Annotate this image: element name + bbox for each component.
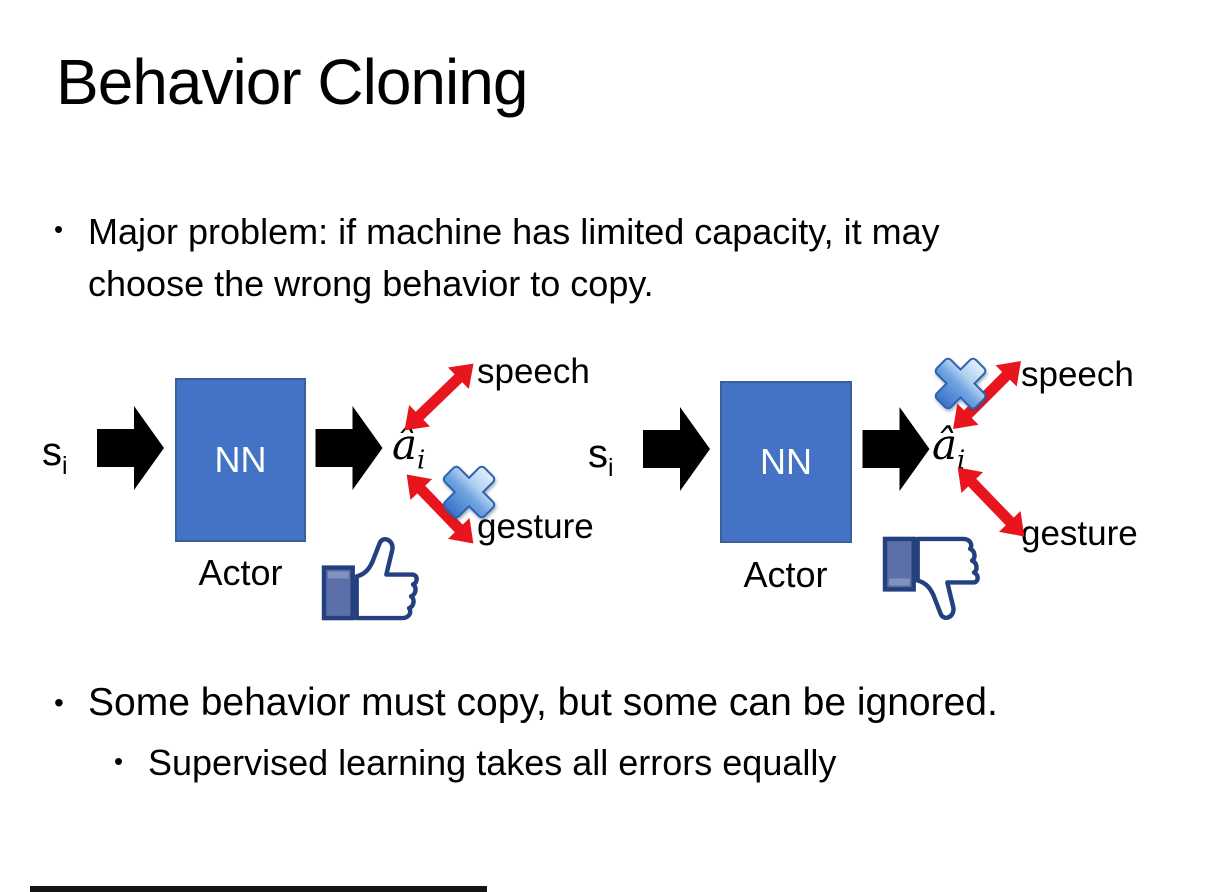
right-arrow-icon	[313, 399, 385, 497]
actor-caption: Actor	[198, 552, 283, 593]
bullet-marker: •	[54, 216, 64, 245]
cross-icon	[929, 352, 992, 415]
right-arrow-icon	[643, 400, 710, 498]
speech-double-arrow-icon	[394, 353, 484, 441]
nn-box: NN	[175, 378, 306, 542]
bullet-some-behavior: • Some behavior must copy, but some can …	[54, 678, 1184, 729]
nn-box: NN	[720, 381, 852, 543]
thumbs-up-icon	[320, 531, 423, 626]
slide-title: Behavior Cloning	[56, 46, 528, 118]
state-label: si	[588, 432, 614, 482]
actor-caption: Actor	[743, 554, 828, 595]
state-label: si	[42, 430, 68, 480]
gesture-double-arrow-icon	[947, 457, 1035, 547]
bullet-supervised-text: Supervised learning takes all errors equ…	[148, 742, 837, 783]
bullet-marker: •	[114, 748, 124, 777]
speech-double-arrow-icon	[942, 350, 1031, 439]
bullet-major-problem: • Major problem: if machine has limited …	[54, 206, 1044, 310]
speech-label: speech	[477, 352, 590, 391]
right-arrow-icon	[860, 400, 932, 498]
right-arrow-icon	[97, 399, 164, 497]
speech-label: speech	[1021, 355, 1134, 394]
bullet-supervised: • Supervised learning takes all errors e…	[114, 740, 1114, 787]
action-label: âi	[392, 420, 426, 476]
nn-box-label: NN	[214, 439, 267, 480]
thumbs-down-icon	[881, 531, 984, 626]
gesture-label: gesture	[1021, 514, 1138, 553]
cropped-bottom-bar	[30, 886, 487, 892]
bullet-marker: •	[54, 686, 64, 718]
gesture-double-arrow-icon	[396, 464, 484, 554]
gesture-label: gesture	[477, 507, 594, 546]
bullet-some-behavior-text: Some behavior must copy, but some can be…	[88, 681, 998, 724]
bullet-major-problem-text: Major problem: if machine has limited ca…	[88, 211, 940, 305]
nn-box-label: NN	[760, 441, 812, 482]
cross-icon	[437, 460, 501, 524]
action-label: âi	[932, 420, 966, 476]
